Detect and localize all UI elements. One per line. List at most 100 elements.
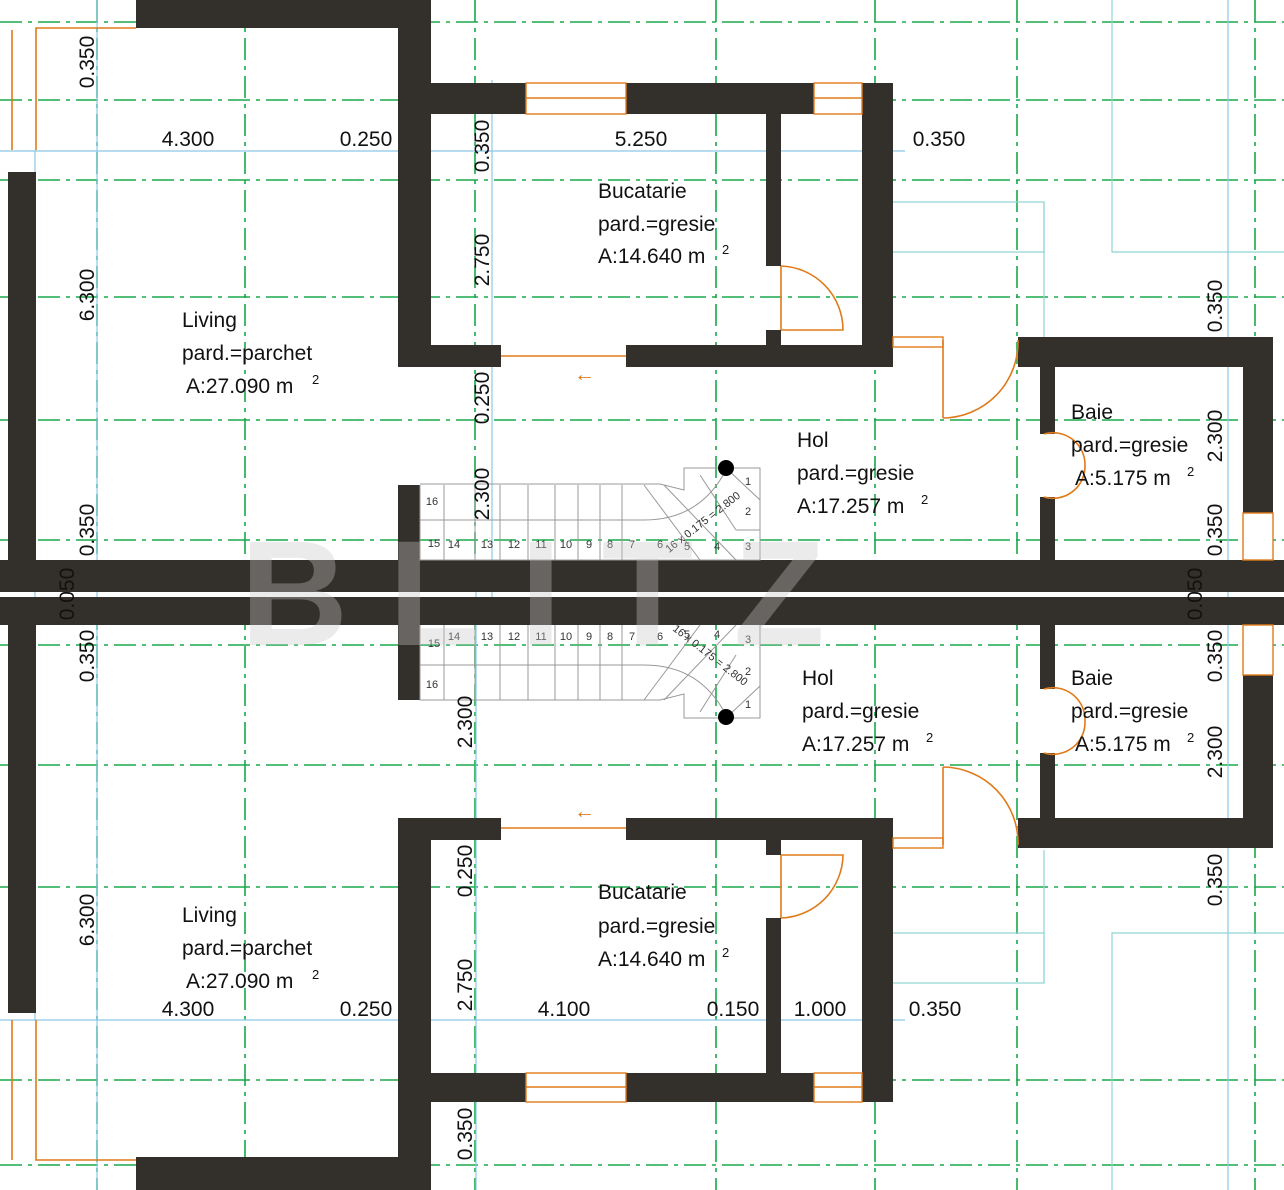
room-floor: pard.=gresie [1071, 700, 1188, 723]
room-area: A:5.175 m [1075, 467, 1171, 490]
dimension-label: 6.300 [76, 894, 99, 947]
step-number: 10 [560, 539, 572, 551]
room-area: A:17.257 m [802, 733, 909, 756]
room-living-top: Living pard.=parchet A:27.090 m 2 [182, 309, 319, 398]
dimension-label: 0.050 [1184, 568, 1207, 621]
room-floor: pard.=gresie [1071, 434, 1188, 457]
arrow-indicator: ← [574, 800, 595, 823]
step-number: 15 [428, 638, 440, 650]
dimension-label: 5.250 [615, 128, 668, 151]
dimension-label: 2.300 [471, 468, 494, 521]
step-number: 2 [745, 666, 751, 678]
dimension-label: 0.250 [340, 998, 393, 1021]
unit-exponent: 2 [1187, 730, 1194, 745]
watermark: BLITZ [240, 509, 865, 677]
dimension-label: 1.000 [794, 998, 847, 1021]
step-number: 14 [448, 539, 460, 551]
room-name: Living [182, 904, 237, 927]
room-floor: pard.=parchet [182, 342, 312, 365]
dimension-label: 0.350 [1204, 854, 1227, 907]
step-number: 12 [508, 631, 520, 643]
unit-exponent: 2 [312, 372, 319, 387]
dimension-label: 0.350 [1204, 630, 1227, 683]
room-bucatarie-bottom: Bucatarie pard.=gresie A:14.640 m 2 [598, 881, 729, 971]
dimension-label: 0.350 [1204, 280, 1227, 333]
step-number: 5 [684, 629, 690, 641]
dimension-label: 0.150 [707, 998, 760, 1021]
room-baie-bottom: Baie pard.=gresie A:5.175 m 2 [1071, 667, 1194, 756]
room-hol-bottom: Hol pard.=gresie A:17.257 m 2 [802, 667, 933, 756]
step-number: 16 [426, 496, 438, 508]
step-number: 11 [535, 539, 546, 551]
dimension-label: 0.050 [56, 568, 79, 621]
step-number: 8 [607, 631, 613, 643]
step-number: 7 [629, 631, 635, 643]
dimension-label: 4.100 [538, 998, 591, 1021]
room-floor: pard.=gresie [797, 462, 914, 485]
unit-exponent: 2 [722, 945, 729, 960]
dimension-label: 0.350 [913, 128, 966, 151]
dimension-label: 2.300 [454, 696, 477, 749]
step-number: 5 [684, 541, 690, 553]
dimension-label: 0.250 [454, 845, 477, 898]
room-name: Living [182, 309, 237, 332]
step-number: 4 [714, 541, 720, 553]
horizontal-dimensions: 4.300 0.250 5.250 0.350 4.300 0.250 4.10… [162, 128, 966, 1021]
room-name: Bucatarie [598, 180, 687, 203]
doors [501, 265, 1086, 919]
unit-exponent: 2 [921, 492, 928, 507]
staircase-top [419, 460, 761, 561]
room-name: Hol [797, 429, 829, 452]
dimension-label: 2.300 [1204, 410, 1227, 463]
unit-exponent: 2 [312, 967, 319, 982]
step-number: 15 [428, 538, 440, 550]
step-number: 8 [607, 539, 613, 551]
room-name: Baie [1071, 401, 1113, 424]
step-number: 1 [745, 476, 751, 488]
dimension-label: 6.300 [76, 269, 99, 322]
room-bucatarie-top: Bucatarie pard.=gresie A:14.640 m 2 [598, 180, 729, 268]
arrow-indicator: ← [574, 363, 595, 386]
dimension-label: 4.300 [162, 998, 215, 1021]
step-number: 14 [448, 631, 460, 643]
room-baie-top: Baie pard.=gresie A:5.175 m 2 [1071, 401, 1194, 490]
room-area: A:27.090 m [186, 375, 293, 398]
step-number: 16 [426, 679, 438, 691]
room-floor: pard.=gresie [802, 700, 919, 723]
stair-post-bottom [718, 709, 734, 725]
staircase-bottom [419, 624, 761, 725]
step-number: 10 [560, 631, 572, 643]
room-name: Bucatarie [598, 881, 687, 904]
dimension-label: 0.250 [471, 372, 494, 425]
dimension-label: 2.750 [454, 959, 477, 1012]
dimension-label: 0.350 [471, 120, 494, 173]
step-number: 3 [745, 541, 751, 553]
room-area: A:14.640 m [598, 245, 705, 268]
dimension-label: 0.250 [340, 128, 393, 151]
dimension-label: 0.350 [76, 504, 99, 557]
step-number: 12 [508, 539, 520, 551]
dimension-label: 0.350 [1204, 504, 1227, 557]
dimension-label: 0.350 [76, 630, 99, 683]
unit-exponent: 2 [926, 730, 933, 745]
stair-post-top [718, 460, 734, 476]
step-number: 1 [745, 699, 751, 711]
step-number: 6 [657, 539, 663, 551]
step-number: 7 [629, 539, 635, 551]
step-number: 4 [714, 629, 720, 641]
room-name: Baie [1071, 667, 1113, 690]
dimension-label: 2.300 [1204, 726, 1227, 779]
dimension-label: 2.750 [471, 234, 494, 287]
step-number: 9 [586, 539, 592, 551]
room-floor: pard.=gresie [598, 915, 715, 938]
vertical-dimensions: 0.350 6.300 0.350 0.050 0.350 6.300 0.35… [56, 36, 1227, 1161]
step-number: 3 [745, 634, 751, 646]
step-number: 13 [481, 631, 493, 643]
step-number: 11 [535, 631, 546, 643]
room-area: A:17.257 m [797, 495, 904, 518]
room-name: Hol [802, 667, 834, 690]
unit-exponent: 2 [722, 242, 729, 257]
